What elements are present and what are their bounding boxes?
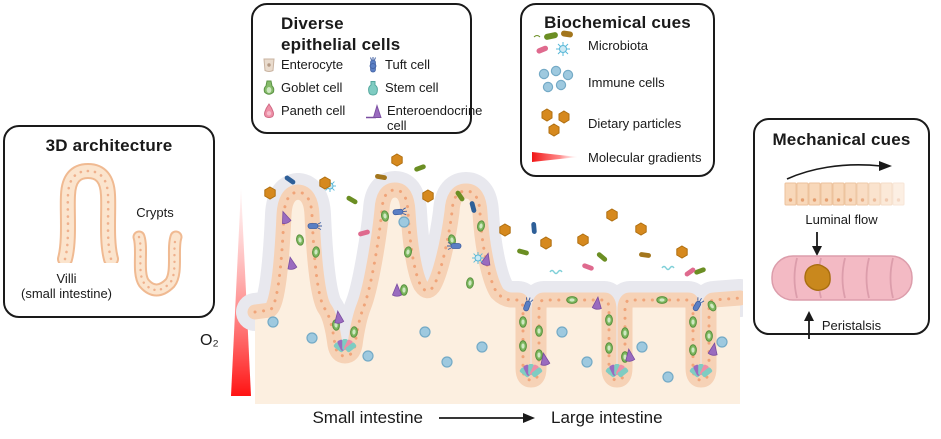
tuft-cell-icon xyxy=(369,57,377,73)
dietary-particles-icon xyxy=(541,108,570,137)
axis-left-label: Small intestine xyxy=(312,408,424,427)
legend-item-goblet: Goblet cell xyxy=(261,80,365,103)
legend-item-enterocyte: Enterocyte xyxy=(261,57,365,80)
oxygen-gradient-label: O₂ xyxy=(200,332,219,349)
villus-shape-icon xyxy=(57,162,119,263)
peristalsis-label-row: Peristalsis xyxy=(755,310,928,340)
legend-item-tuft: Tuft cell xyxy=(365,57,482,80)
right-arrow-icon xyxy=(439,413,536,423)
biochemical-row-microbiota: Microbiota xyxy=(530,29,709,61)
biochemical-row-gradients: Molecular gradients xyxy=(530,149,709,165)
panel-epithelial-cells: Diverse epithelial cells Enterocyte Gobl… xyxy=(251,3,482,134)
crypts-label: Crypts xyxy=(136,205,174,220)
biochemical-label: Microbiota xyxy=(588,37,648,53)
crypt-shape-icon xyxy=(132,230,183,297)
cell-legend-grid: Enterocyte Goblet cell Paneth cell xyxy=(261,57,482,133)
oxygen-gradient-triangle xyxy=(231,188,251,396)
legend-label: Paneth cell xyxy=(281,103,346,118)
stem-cell-icon xyxy=(368,81,378,96)
peristalsis-graphic xyxy=(771,232,913,301)
legend-item-paneth: Paneth cell xyxy=(261,103,365,133)
biochemical-row-immune: Immune cells xyxy=(530,65,709,99)
panel-3d-architecture: 3D architecture Crypts Villi (small inte… xyxy=(3,125,215,318)
paneth-cell-icon xyxy=(264,103,274,119)
immune-cells-icon xyxy=(538,65,574,93)
microbiota-icon xyxy=(533,30,573,56)
luminal-flow-label: Luminal flow xyxy=(805,212,878,227)
up-arrow-icon xyxy=(803,311,814,339)
panel-title: Mechanical cues xyxy=(772,130,911,149)
legend-item-enteroendocrine: Enteroendocrine cell xyxy=(365,103,482,133)
panel-title: 3D architecture xyxy=(45,136,173,155)
peristalsis-label: Peristalsis xyxy=(821,317,882,333)
enteroendocrine-cell-icon xyxy=(366,103,382,119)
enterocyte-icon xyxy=(263,58,275,72)
legend-label: Tuft cell xyxy=(385,57,431,72)
panel-title: Biochemical cues xyxy=(544,13,691,32)
legend-label: Goblet cell xyxy=(281,80,343,95)
biochemical-label: Immune cells xyxy=(588,74,665,90)
panel-title: Diverse epithelial cells xyxy=(281,14,401,54)
legend-item-stem: Stem cell xyxy=(365,80,482,103)
villi-label: Villi (small intestine) xyxy=(20,271,113,301)
legend-label: Enteroendocrine cell xyxy=(387,103,483,133)
intestine-cross-section-illustration xyxy=(231,153,743,404)
legend-label: Enterocyte xyxy=(281,57,344,72)
biochemical-row-dietary: Dietary particles xyxy=(530,107,709,139)
intestine-axis: Small intestine Large intestine xyxy=(230,408,745,428)
biochemical-label: Dietary particles xyxy=(588,115,682,131)
molecular-gradients-icon xyxy=(532,152,578,162)
panel-mechanical-cues: Mechanical cues Luminal flow xyxy=(753,118,930,339)
axis-right-label: Large intestine xyxy=(551,408,663,427)
goblet-cell-icon xyxy=(263,80,275,95)
panel-biochemical-cues: Biochemical cues xyxy=(520,3,715,177)
biochemical-label: Molecular gradients xyxy=(588,149,702,165)
luminal-flow-graphic xyxy=(784,161,905,206)
legend-label: Stem cell xyxy=(385,80,439,95)
